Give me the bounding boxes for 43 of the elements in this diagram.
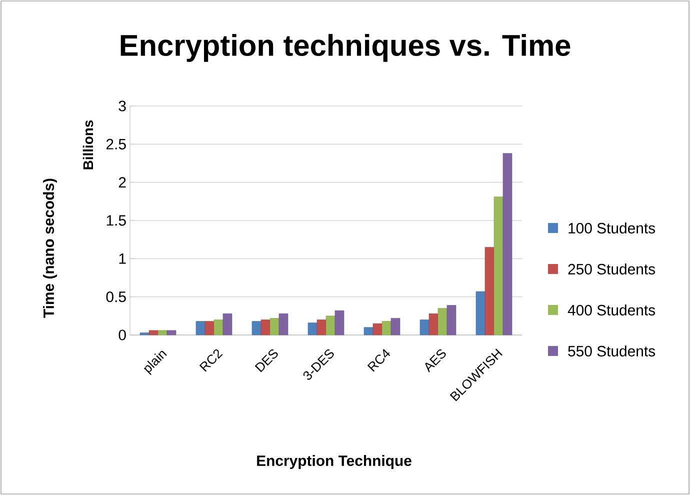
- y-tick-label: 0.5: [106, 292, 126, 302]
- bar: [334, 310, 344, 336]
- bar: [382, 321, 392, 336]
- axis-unit: Billions: [82, 120, 94, 170]
- bar: [158, 330, 168, 336]
- bar: [260, 320, 270, 336]
- y-tick-label: 2.5: [106, 138, 126, 150]
- bar: [372, 323, 382, 336]
- bar: [270, 318, 280, 336]
- chart-title: Encryption techniques vs. Time: [120, 34, 570, 62]
- bar: [446, 305, 456, 336]
- bar: [364, 327, 374, 336]
- bar: [166, 330, 176, 336]
- bar: [140, 332, 150, 336]
- legend-label: 400 Students: [568, 304, 656, 316]
- bar: [476, 291, 486, 336]
- legend-label: 250 Students: [568, 264, 656, 274]
- y-tick-label: 1: [119, 254, 126, 264]
- y-tick-label: 2: [118, 177, 126, 188]
- bar: [222, 313, 232, 336]
- axis-title: Encryption Technique: [257, 455, 412, 469]
- bar: [214, 320, 224, 336]
- bar: [278, 313, 288, 336]
- axis-title: Time (nano secods): [43, 178, 57, 318]
- bar: [204, 321, 214, 336]
- legend-label: 100 Students: [568, 222, 656, 234]
- bar: [484, 247, 494, 336]
- y-tick-label: 3: [118, 100, 126, 112]
- bar: [428, 313, 438, 336]
- bar: [438, 308, 448, 336]
- bar: [420, 320, 430, 336]
- legend-label: 550 Students: [568, 346, 656, 356]
- bar: [326, 316, 336, 336]
- bar: [494, 196, 504, 336]
- bar: [196, 321, 206, 336]
- y-tick-label: 0: [118, 330, 126, 340]
- bar: [148, 330, 158, 336]
- bar: [316, 320, 326, 336]
- bar: [502, 153, 512, 336]
- bar: [308, 322, 318, 336]
- bar: [252, 321, 262, 336]
- bar: [390, 318, 400, 336]
- y-tick-label: 1.5: [106, 215, 126, 226]
